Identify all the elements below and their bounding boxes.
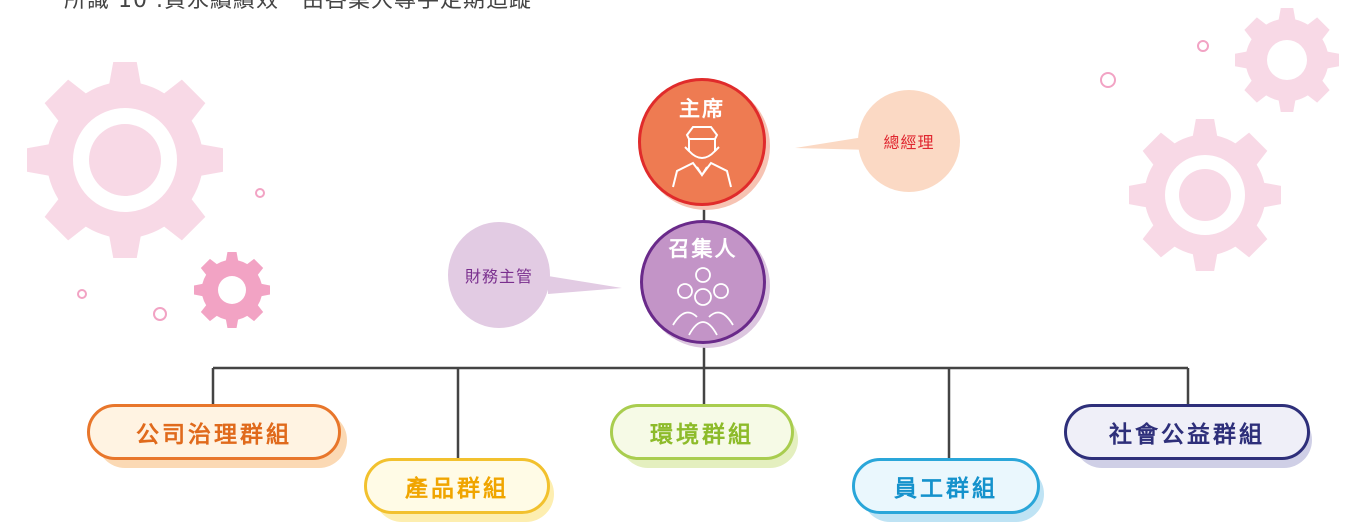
group-corporate-governance: 公司治理群組 (87, 404, 341, 460)
chair-bubble-tail (795, 136, 872, 150)
decor-dot (255, 188, 265, 198)
convener-label: 召集人 (668, 237, 738, 261)
convener-bubble: 財務主管 (448, 222, 550, 328)
group-employee: 員工群組 (852, 458, 1040, 514)
chair-label: 主席 (679, 97, 725, 121)
team-icon (672, 267, 734, 336)
chair-node: 主席 (638, 78, 766, 206)
group-product: 產品群組 (364, 458, 550, 514)
decor-dot (1197, 40, 1209, 52)
decor-dot (77, 289, 87, 299)
gear-icon-right-top (1235, 8, 1339, 113)
group-environment: 環境群組 (610, 404, 794, 460)
decor-dot (1100, 72, 1116, 88)
gear-icon-left-small (194, 252, 270, 328)
chair-bubble: 總經理 (858, 90, 960, 192)
group-social-welfare: 社會公益群組 (1064, 404, 1310, 460)
convener-node: 召集人 (640, 220, 766, 344)
connector-lines (211, 205, 1190, 462)
gear-icon-right-large (1129, 119, 1281, 271)
decor-dot (153, 307, 167, 321)
convener-bubble-tail (548, 276, 622, 294)
gear-icon-left-large (26, 62, 223, 258)
person-icon (672, 126, 732, 188)
figure-caption: 所識 10 .負永續績效－由各業大專手定期追蹤 (64, 0, 532, 13)
